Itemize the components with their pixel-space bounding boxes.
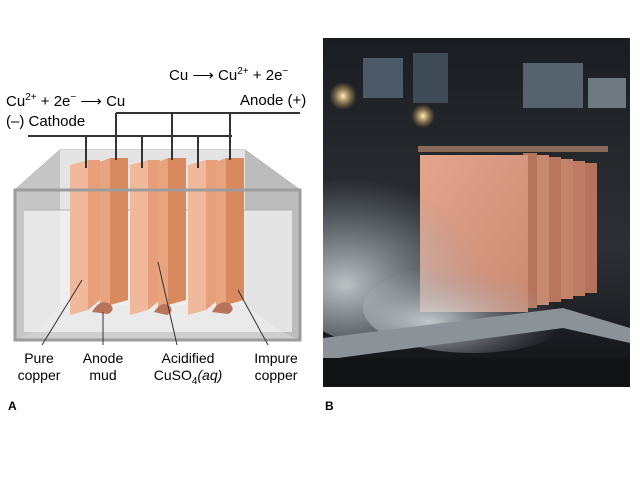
anode-wiring xyxy=(115,112,300,160)
anode-plate-2 xyxy=(168,158,186,305)
photo-tank-rim xyxy=(323,308,630,360)
cathode-product: Cu xyxy=(106,93,126,110)
anode-mud-label-line2: mud xyxy=(89,367,117,383)
anode-mud xyxy=(92,302,233,315)
cathode-plate-2 xyxy=(148,160,160,310)
anode-plate-3 xyxy=(226,158,244,305)
pure-copper-cathode-plates xyxy=(70,160,218,315)
cathode-wiring xyxy=(28,135,232,168)
label-leader-lines xyxy=(41,261,269,346)
photo-window-1 xyxy=(363,58,403,98)
anode-equation: Cu ⟶ Cu2+ + 2e− xyxy=(169,66,288,84)
panel-a-letter: A xyxy=(8,399,17,413)
cathode-equation: Cu2+ + 2e− ⟶ Cu xyxy=(6,92,125,110)
impure-copper-leader xyxy=(237,289,269,346)
cathode-reactant: Cu xyxy=(6,93,26,110)
photo-window-4 xyxy=(588,78,626,108)
photo-tank-front xyxy=(323,358,630,387)
refinery-photo xyxy=(323,38,630,387)
cuso4-state: (aq) xyxy=(197,367,223,383)
anode-label: Anode (+) xyxy=(240,92,307,109)
anode-mud-label: Anode mud xyxy=(78,350,128,384)
pure-copper-label-line2: copper xyxy=(17,367,61,383)
electrolysis-cell-diagram xyxy=(13,112,302,346)
impure-copper-label-line1: Impure xyxy=(254,350,298,366)
anode-product-charge: 2+ xyxy=(237,66,249,77)
cathode-plate-2-face xyxy=(130,160,148,315)
anode-mud-pile-2 xyxy=(154,304,172,315)
cathode-plate-1 xyxy=(88,160,100,310)
impure-copper-label: Impure copper xyxy=(246,350,306,384)
anode-mud-pile-3 xyxy=(212,302,233,314)
cathode-plate-1-face xyxy=(70,160,88,315)
acidified-label-line1: Acidified xyxy=(161,350,215,366)
cuso4-formula: CuSO4(aq) xyxy=(148,367,228,390)
photo-hanger-bar xyxy=(418,146,608,152)
reaction-arrow-icon: ⟶ xyxy=(80,93,102,110)
panel-b-letter: B xyxy=(325,399,334,413)
photo-lamp-2 xyxy=(411,104,435,128)
photo-plate-back-2 xyxy=(571,161,585,296)
photo-plate-back-4 xyxy=(547,157,561,302)
anode-electron-sign: − xyxy=(282,66,289,77)
anode-plate-3-front xyxy=(216,158,226,310)
anode-product: Cu xyxy=(218,67,238,84)
pure-copper-label-line1: Pure xyxy=(24,350,54,366)
cuso4-prefix: CuSO xyxy=(153,367,192,383)
anode-mud-pile-1 xyxy=(92,302,113,314)
anode-mud-label-line1: Anode xyxy=(82,350,124,366)
acidified-leader xyxy=(157,261,178,346)
photo-plate-back-5 xyxy=(535,155,549,305)
cuso4-subscript: 4 xyxy=(191,375,198,387)
pure-copper-label: Pure copper xyxy=(14,350,64,384)
photo-lamp-1 xyxy=(329,82,357,110)
pure-copper-leader xyxy=(41,279,83,346)
cathode-plate-3 xyxy=(206,160,218,310)
impure-copper-label-line2: copper xyxy=(254,367,298,383)
tank-front-frame xyxy=(13,188,302,342)
acidified-cuso4-label: Acidified CuSO4(aq) xyxy=(148,350,228,390)
photo-window-2 xyxy=(413,53,448,103)
impure-copper-anode-plates xyxy=(100,158,244,310)
anode-plate-2-front xyxy=(158,158,168,310)
cathode-label: (–) Cathode xyxy=(6,113,86,130)
cathode-plate-3-face xyxy=(188,160,206,315)
anode-plate-1 xyxy=(110,158,128,305)
photo-window-3 xyxy=(523,63,583,108)
cathode-electrons: + 2e xyxy=(36,93,71,110)
cathode-reactant-charge: 2+ xyxy=(25,92,37,103)
anode-reactant: Cu xyxy=(169,67,189,84)
anode-electrons: + 2e xyxy=(248,67,283,84)
photo-plate-back-3 xyxy=(559,159,573,299)
photo-plate-back-1 xyxy=(583,163,597,293)
anode-plate-1-front xyxy=(100,158,110,310)
cathode-electron-sign: − xyxy=(70,92,77,103)
reaction-arrow-icon: ⟶ xyxy=(192,67,214,84)
